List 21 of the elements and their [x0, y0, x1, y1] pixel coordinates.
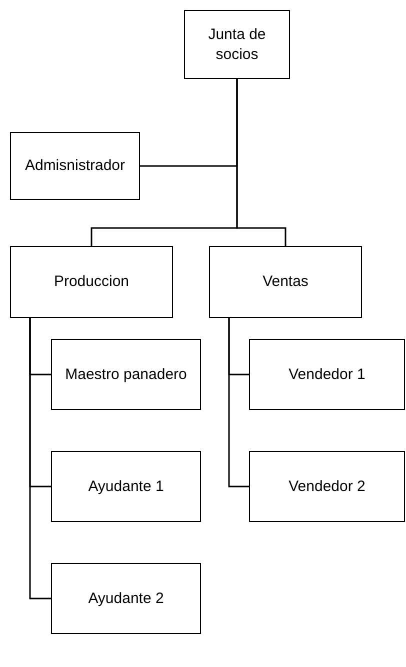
org-box [10, 246, 173, 318]
connector-line [29, 318, 51, 600]
connector-line [228, 318, 249, 488]
role-label: Vendedor 2 [288, 476, 366, 496]
org-box [184, 10, 290, 79]
role-label: Maestro panadero [65, 364, 187, 384]
role-label: Ventas [262, 272, 308, 292]
role-label: Ayudante 2 [88, 588, 164, 608]
org-box [209, 246, 362, 318]
org-box [51, 339, 201, 410]
role-label: Ayudante 1 [88, 476, 164, 496]
org-box [51, 563, 201, 634]
connector-line [236, 79, 286, 246]
org-box [249, 339, 405, 410]
role-label: Produccion [54, 272, 130, 292]
org-box [51, 451, 201, 522]
org-box [249, 451, 405, 522]
role-label: Admisnistrador [24, 156, 126, 176]
role-label: Junta de socios [207, 25, 267, 64]
role-label: Vendedor 1 [288, 364, 366, 384]
org-box [10, 132, 140, 200]
